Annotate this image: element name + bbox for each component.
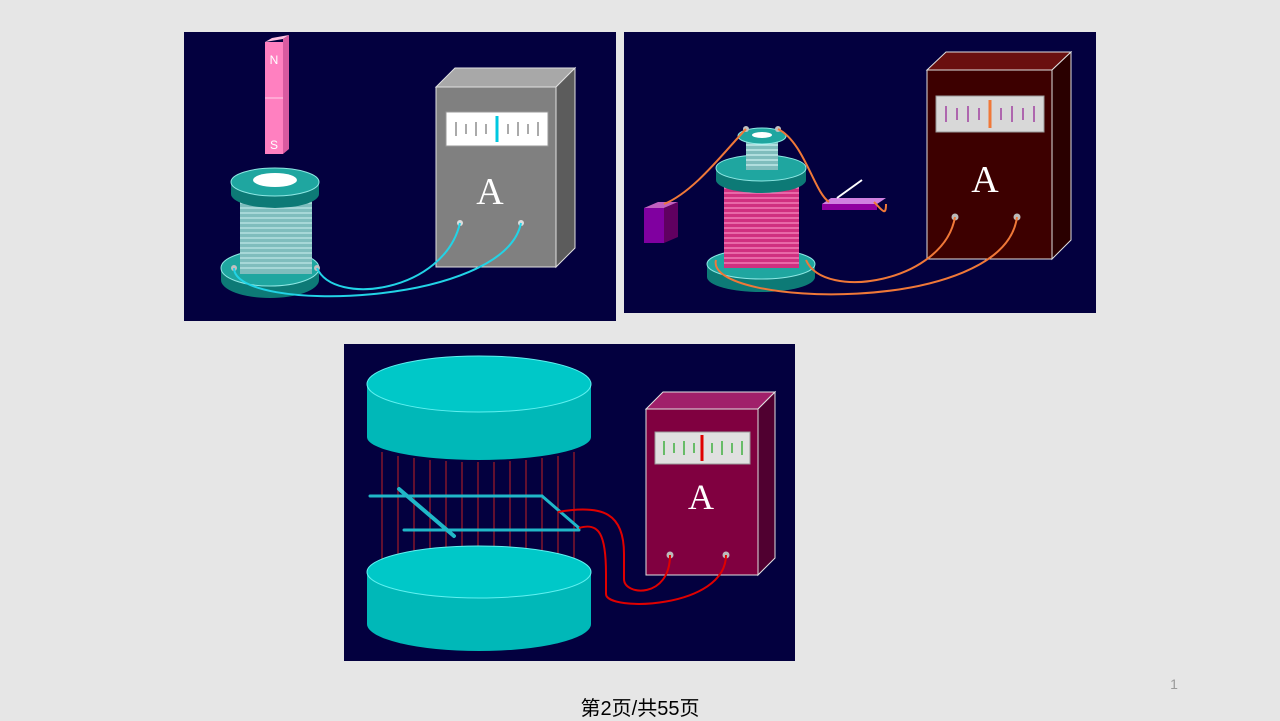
moving-rod-illustration: A xyxy=(366,355,777,651)
magnet-north-label: N xyxy=(270,53,279,67)
connecting-wires xyxy=(233,222,522,298)
two-coils-panel: A xyxy=(624,32,1096,313)
lower-magnet-pole xyxy=(366,545,592,651)
moving-rod-panel: A xyxy=(344,344,795,661)
battery xyxy=(644,202,678,243)
rails xyxy=(368,494,581,532)
page-footer: 第2页/共55页 xyxy=(580,698,700,720)
coil xyxy=(220,167,320,298)
magnet-south-label: S xyxy=(270,138,278,152)
ammeter-label: A xyxy=(971,159,999,201)
two-coils-illustration: A xyxy=(644,50,1073,296)
switch xyxy=(822,179,886,210)
moving-rod xyxy=(397,487,456,538)
connecting-wires xyxy=(663,128,1018,296)
upper-magnet-pole xyxy=(366,355,592,460)
magnet-coil-panel: N S xyxy=(184,32,616,321)
primary-coil xyxy=(706,154,816,292)
bar-magnet: N S xyxy=(265,35,289,154)
secondary-coil xyxy=(737,126,787,170)
slide-number: 1 xyxy=(1170,676,1178,692)
ammeter-label: A xyxy=(476,171,504,213)
ammeter: A xyxy=(644,390,777,577)
ammeter: A xyxy=(434,66,577,269)
ammeter-label: A xyxy=(688,477,714,517)
ammeter: A xyxy=(925,50,1073,261)
magnet-coil-illustration: N S xyxy=(220,35,577,298)
connecting-wires xyxy=(557,508,727,605)
